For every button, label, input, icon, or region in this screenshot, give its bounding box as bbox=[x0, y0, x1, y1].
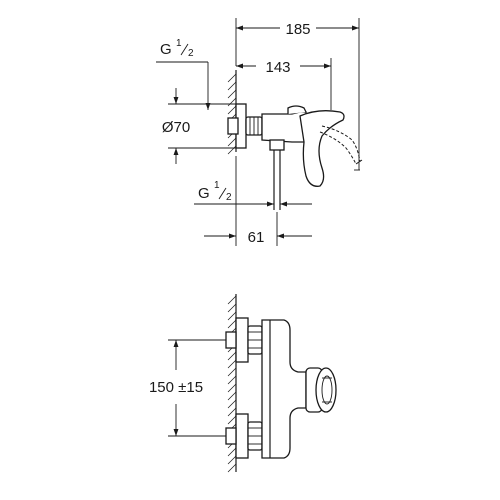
wall-connector-top bbox=[227, 103, 263, 149]
dim-61-label: 61 bbox=[248, 229, 265, 246]
dim-185: 185 bbox=[235, 18, 360, 171]
thread-top-base: G bbox=[160, 41, 172, 58]
wall-top bbox=[227, 70, 237, 155]
thread-top: G 1 2 bbox=[156, 38, 211, 110]
handle-cap-side bbox=[305, 367, 337, 413]
wall-side bbox=[227, 294, 237, 473]
side-view: 150 ±15 bbox=[149, 294, 337, 473]
dim-143: 143 bbox=[236, 58, 332, 110]
dim-185-label: 185 bbox=[285, 21, 310, 38]
mixer-body-top bbox=[261, 105, 307, 210]
thread-bottom-base: G bbox=[198, 185, 210, 202]
mixer-body-side bbox=[261, 319, 307, 459]
dim-143-label: 143 bbox=[265, 59, 290, 76]
dim-150: 150 ±15 bbox=[149, 339, 226, 437]
thread-bottom-numerator: 1 bbox=[214, 180, 220, 191]
dim-61: 61 bbox=[204, 156, 312, 246]
dim-70-label: Ø70 bbox=[162, 119, 190, 136]
thread-bottom-denominator: 2 bbox=[226, 192, 232, 203]
thread-top-numerator: 1 bbox=[176, 38, 182, 49]
connector-upper bbox=[225, 317, 263, 363]
dim-150-label: 150 ±15 bbox=[149, 379, 203, 396]
connector-lower bbox=[225, 413, 263, 459]
thread-top-denominator: 2 bbox=[188, 48, 194, 59]
lever-swing-dashed bbox=[319, 125, 363, 165]
top-view: 185 143 G 1 2 Ø70 bbox=[156, 18, 363, 246]
dim-70: Ø70 bbox=[162, 88, 236, 164]
thread-bottom: G 1 2 bbox=[194, 180, 312, 207]
lever-handle bbox=[299, 110, 345, 187]
